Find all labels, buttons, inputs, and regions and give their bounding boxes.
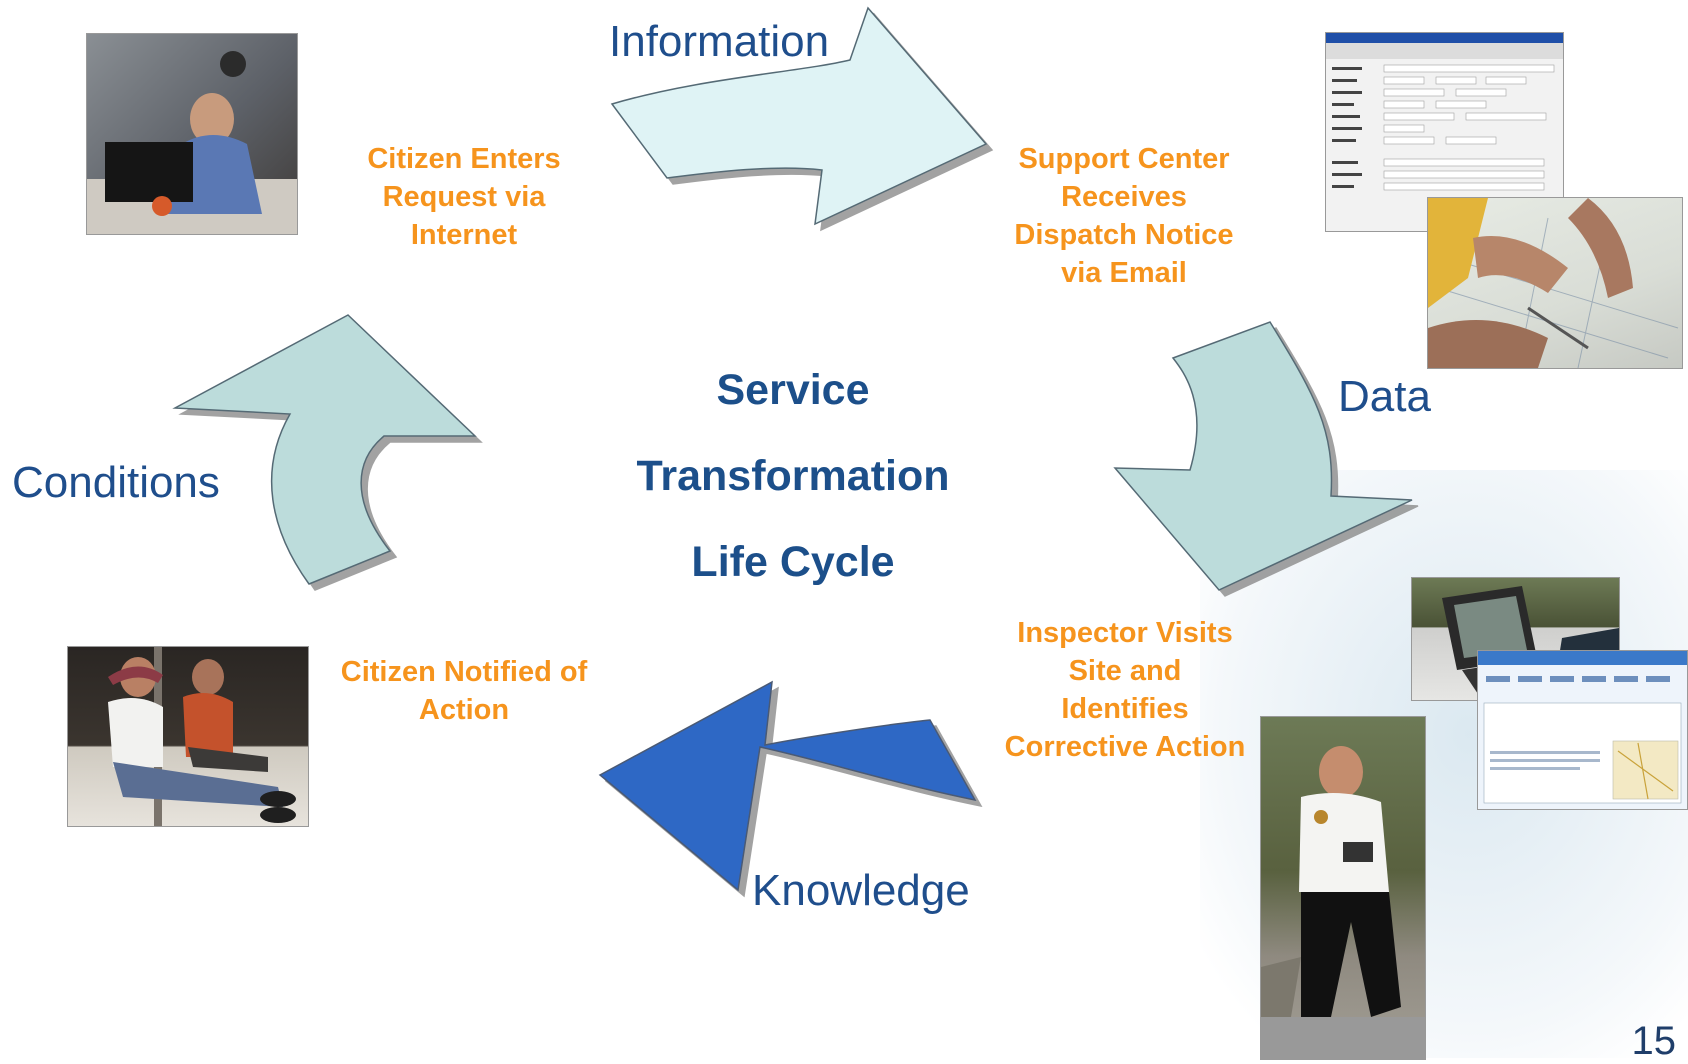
step-inspector: Inspector Visits Site and Identifies Cor… [985, 614, 1265, 766]
map-app-screenshot [1477, 650, 1688, 810]
step-line: Citizen Notified of [340, 656, 588, 688]
inspector-photo [1260, 716, 1426, 1060]
conditions-arrow [172, 314, 477, 585]
data-label: Data [1338, 372, 1431, 421]
step-line: Support Center [1018, 143, 1230, 175]
step-line: Receives [1061, 181, 1187, 213]
step-line: Inspector Visits [1017, 617, 1233, 649]
page-number: 15 [1631, 1019, 1677, 1063]
knowledge-label: Knowledge [752, 866, 970, 915]
center-title-line2: Transformation [636, 452, 950, 500]
step-line: via Email [1061, 257, 1187, 289]
citizen-laptop-photo [86, 33, 298, 235]
step-line: Corrective Action [1004, 731, 1246, 763]
data-arrow [1113, 321, 1413, 591]
step-line: Request via [382, 181, 546, 213]
blueprint-photo [1427, 197, 1683, 369]
step-citizen-enters: Citizen Enters Request via Internet [330, 140, 598, 254]
step-line: Citizen Enters [367, 143, 561, 175]
center-title-line3: Life Cycle [691, 538, 895, 586]
step-line: Action [418, 694, 510, 726]
conditions-label: Conditions [12, 458, 220, 507]
step-line: Identifies [1061, 693, 1189, 725]
center-title-line1: Service [716, 366, 870, 414]
citizens-notified-photo [67, 646, 309, 827]
knowledge-arrow [598, 680, 977, 892]
step-line: Site and [1068, 655, 1182, 687]
step-support-center: Support Center Receives Dispatch Notice … [982, 140, 1266, 292]
information-label: Information [609, 17, 830, 66]
step-line: Internet [410, 219, 518, 251]
information-arrow [610, 6, 988, 226]
step-line: Dispatch Notice [1014, 219, 1234, 251]
step-citizen-notified: Citizen Notified of Action [330, 653, 598, 729]
